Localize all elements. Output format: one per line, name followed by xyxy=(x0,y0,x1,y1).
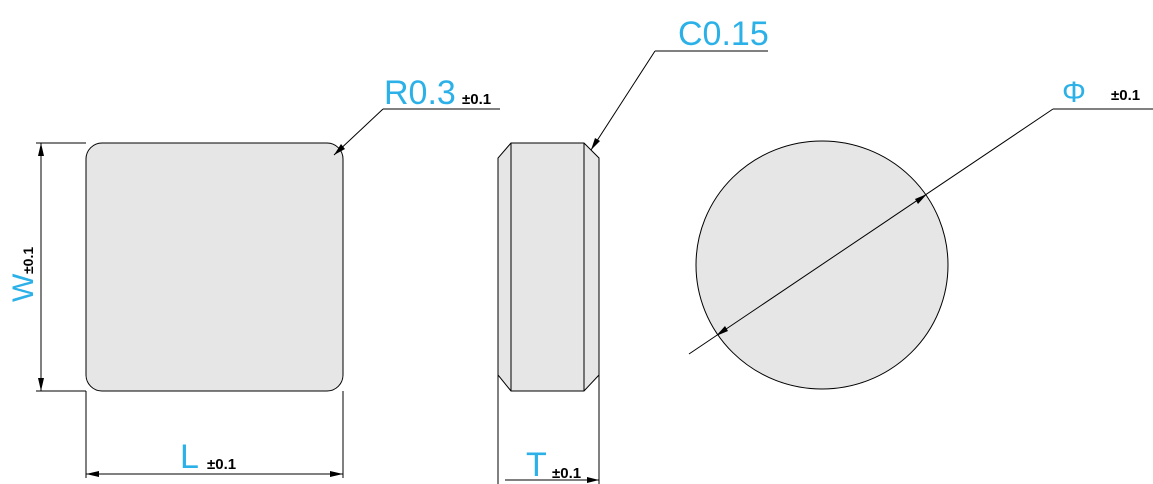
thickness-arrow xyxy=(587,477,599,483)
chamfer-leader-arrow xyxy=(591,138,600,150)
thickness-tolerance: ±0.1 xyxy=(552,465,581,482)
diameter-arrow-upper xyxy=(915,194,927,204)
diameter-tolerance: ±0.1 xyxy=(1111,87,1140,104)
square-part-view: W ±0.1 L ±0.1 R0.3 ±0.1 xyxy=(7,74,500,478)
length-label: L xyxy=(180,438,199,476)
width-label-group: W ±0.1 xyxy=(7,247,40,302)
diameter-arrow-lower xyxy=(716,326,728,336)
round-part-view: Φ ±0.1 xyxy=(688,76,1153,390)
width-arrow-top xyxy=(38,143,44,156)
width-arrow-bottom xyxy=(38,378,44,391)
length-tolerance: ±0.1 xyxy=(207,456,236,473)
width-tolerance: ±0.1 xyxy=(20,247,36,274)
radius-leader-arrow xyxy=(334,144,345,155)
diameter-dimension-line xyxy=(688,108,1054,355)
length-arrow-left xyxy=(86,471,99,477)
radius-tolerance: ±0.1 xyxy=(462,91,491,108)
diameter-label: Φ xyxy=(1062,76,1086,109)
length-arrow-right xyxy=(330,471,343,477)
thickness-label: T xyxy=(526,446,547,484)
chamfer-leader-line xyxy=(590,50,656,151)
width-label: W xyxy=(7,273,40,302)
chamfer-label: C0.15 xyxy=(678,15,769,53)
radius-label: R0.3 xyxy=(384,74,456,112)
square-part-body xyxy=(85,142,344,392)
side-part-view: T ±0.1 C0.15 xyxy=(497,15,769,484)
